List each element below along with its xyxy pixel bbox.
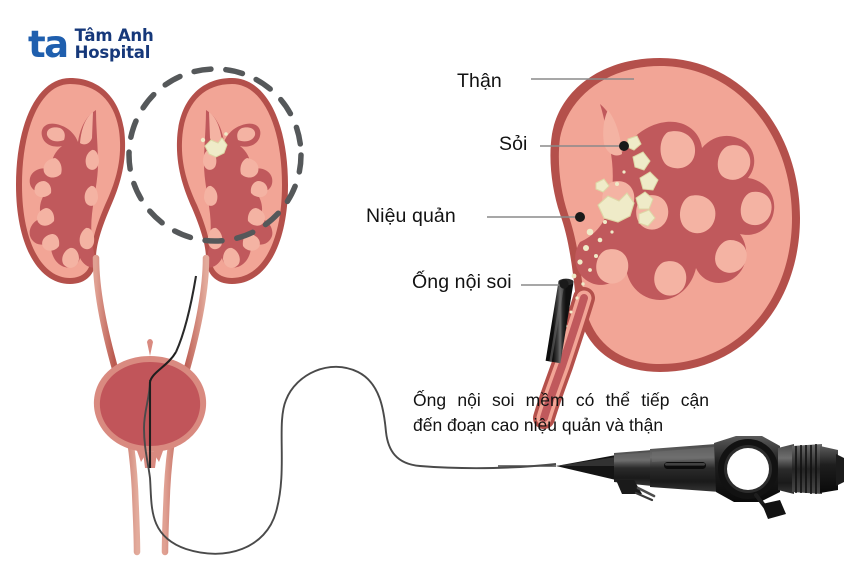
ureteroscope-device — [498, 436, 844, 519]
label-ureter: Niệu quản — [366, 205, 456, 227]
label-endoscope: Ống nội soi — [412, 271, 512, 293]
right-kidney-diagram — [126, 66, 304, 556]
kidney-stone-left-diagram — [200, 132, 228, 158]
logo-line-1: Tâm Anh — [74, 26, 154, 46]
label-kidney: Thận — [457, 70, 502, 92]
left-kidney-diagram — [16, 78, 141, 556]
highlight-dashed-circle — [126, 66, 304, 244]
kidney-cross-section — [533, 58, 800, 429]
caption-line-1: Ống nội soi mềm có thể tiếp cận — [413, 390, 709, 410]
logo-wordmark: Tâm Anh Hospital — [74, 26, 154, 63]
label-stone: Sỏi — [499, 133, 528, 155]
leader-lines — [487, 78, 634, 289]
scope-ribbed-grip — [792, 444, 822, 494]
caption-line-2: đến đoạn cao niệu quản và thận — [413, 415, 664, 435]
tam-anh-hospital-logo: ta Tâm Anh Hospital — [28, 23, 154, 66]
logo-line-2: Hospital — [74, 43, 151, 63]
logo-monogram: ta — [28, 23, 69, 66]
caption-block: Ống nội soi mềm có thể tiếp cận đến đoạn… — [413, 388, 709, 438]
endoscope-cable — [143, 275, 557, 555]
kidney-stone-cluster — [556, 135, 659, 328]
